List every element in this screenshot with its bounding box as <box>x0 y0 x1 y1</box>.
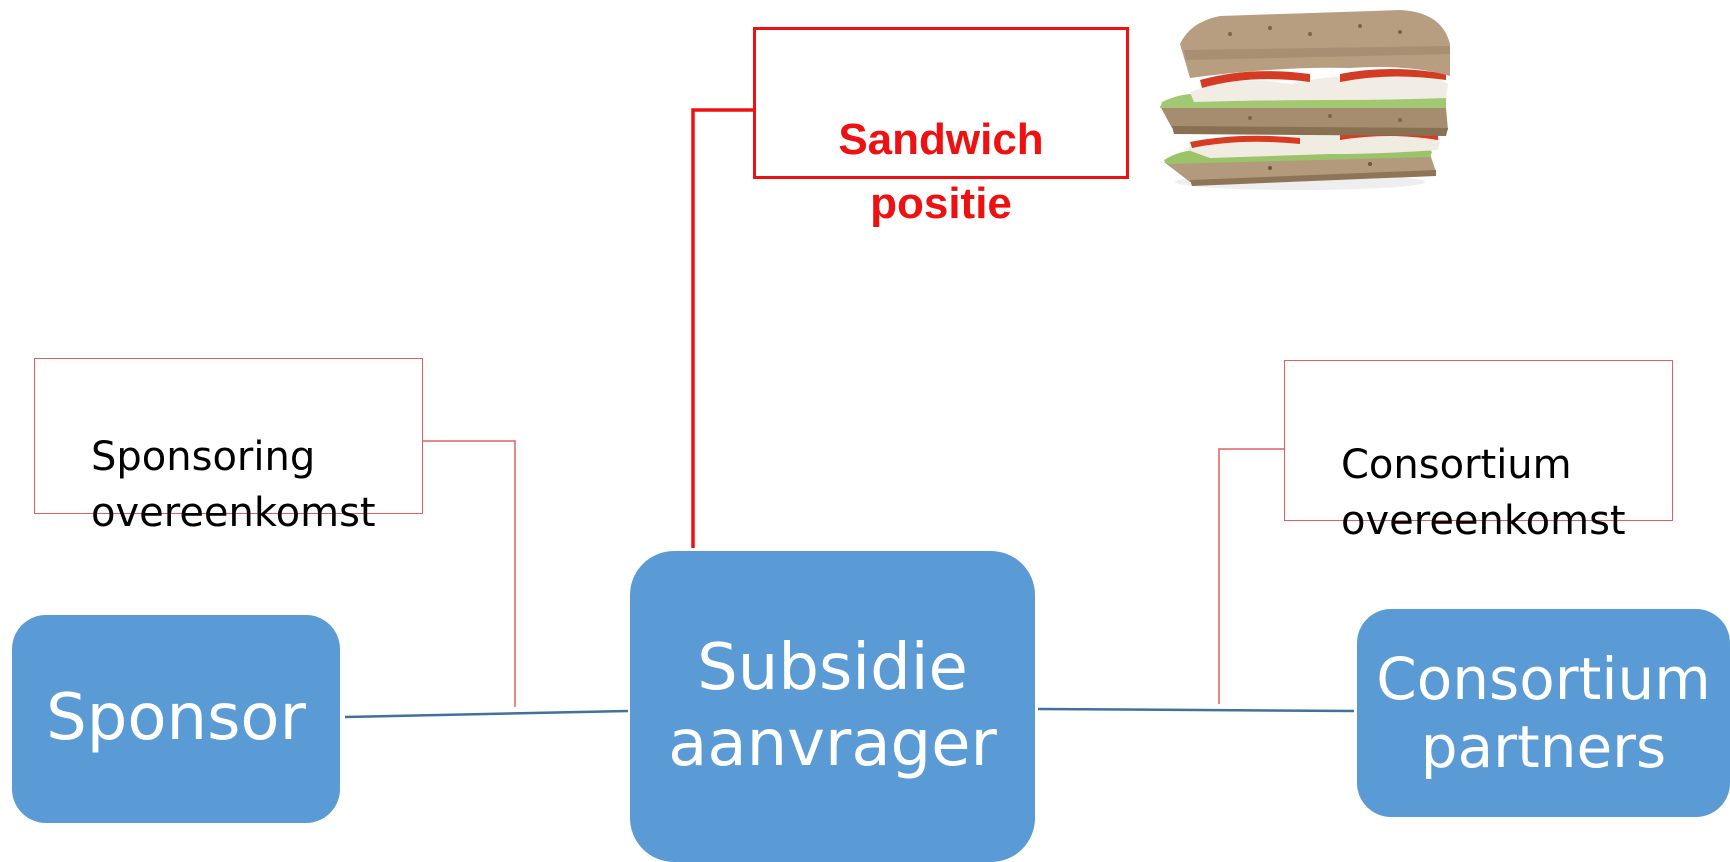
consortium-partners-node-label: Consortium partners <box>1376 644 1711 781</box>
consortium-agreement-text: Consortium overeenkomst <box>1341 442 1626 544</box>
sandwich-position-label: Sandwich positie <box>753 27 1129 228</box>
consortium-partners-node: Consortium partners <box>1357 609 1730 817</box>
sponsor-node-label: Sponsor <box>46 681 306 756</box>
line-sponsoring-agreement <box>423 440 516 707</box>
sponsoring-agreement-label: Sponsoring overeenkomst <box>34 358 423 536</box>
sponsoring-agreement-text: Sponsoring overeenkomst <box>91 434 376 536</box>
sponsor-node: Sponsor <box>12 615 340 823</box>
line-sandwich-position <box>691 108 753 548</box>
subsidie-aanvrager-node: Subsidie aanvrager <box>630 551 1035 862</box>
consortium-agreement-label: Consortium overeenkomst <box>1284 360 1673 544</box>
connector-sponsor-main <box>344 709 629 719</box>
connector-main-partners <box>1037 707 1355 713</box>
sandwich-image <box>1160 10 1450 190</box>
sandwich-position-text: Sandwich positie <box>838 114 1044 228</box>
subsidie-aanvrager-node-label: Subsidie aanvrager <box>668 630 997 781</box>
line-consortium-agreement <box>1218 448 1284 704</box>
